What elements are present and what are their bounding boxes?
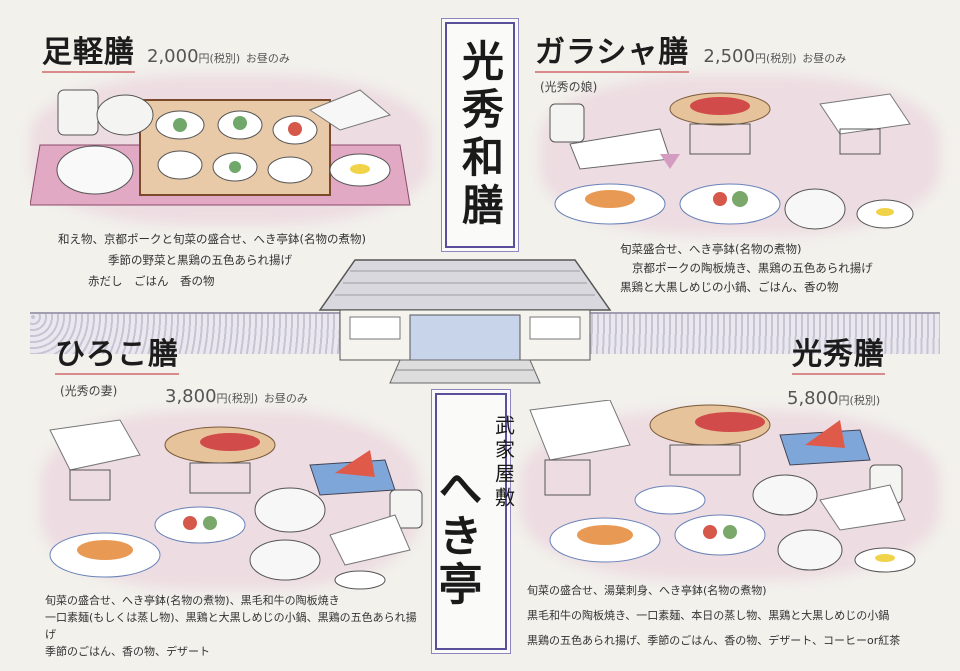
- menu-item: 一口素麺(もしくは蒸し物)、黒鶏と大黒しめじの小鍋、黒鶏の五色あられ揚げ: [45, 611, 417, 641]
- menu-name: ひろこ膳: [55, 338, 179, 375]
- menu-subtitle: (光秀の妻): [60, 384, 118, 398]
- menu-item: 季節のごはん、香の物、デザート: [45, 645, 210, 658]
- menu-item: 黒毛和牛の陶板焼き、一口素麺、本日の蒸し物、黒鶏と大黒しめじの小鍋: [527, 609, 890, 622]
- menu-hiroko-items: 旬菜の盛合せ、へき亭鉢(名物の煮物)、黒毛和牛の陶板焼き 一口素麺(もしくは蒸し…: [45, 592, 425, 660]
- menu-name: 光秀膳: [792, 338, 885, 375]
- course-title-banner: 光秀和膳: [445, 22, 515, 248]
- course-title: 光秀和膳: [455, 39, 505, 231]
- menu-item: 赤だし ごはん 香の物: [88, 274, 215, 288]
- ashigaru-meal-illustration: [30, 89, 411, 206]
- menu-item: 和え物、京都ポークと旬菜の盛合せ、へき亭鉢(名物の煮物): [58, 232, 366, 246]
- menu-item: 黒鶏の五色あられ揚げ、季節のごはん、香の物、デザート、コーヒーor紅茶: [527, 634, 901, 647]
- menu-item: 季節の野菜と黒鶏の五色あられ揚げ: [108, 253, 292, 267]
- menu-item: 黒鶏と大黒しめじの小鍋、ごはん、香の物: [620, 280, 839, 294]
- menu-subtitle: (光秀の娘): [540, 80, 598, 94]
- restaurant-banner: 武家屋敷 へき亭: [431, 393, 516, 650]
- gracia-meal-illustration: [549, 92, 914, 230]
- menu-gracia-header: ガラシャ膳 2,500円(税別) お昼のみ: [535, 36, 846, 73]
- menu-mitsuhide-items: 旬菜の盛合せ、湯葉刺身、へき亭鉢(名物の煮物) 黒毛和牛の陶板焼き、一口素麺、本…: [527, 578, 900, 653]
- menu-item: 旬菜の盛合せ、湯葉刺身、へき亭鉢(名物の煮物): [527, 584, 767, 597]
- menu-item: 京都ポークの陶板焼き、黒鶏の五色あられ揚げ: [632, 261, 873, 275]
- restaurant-subtitle: 武家屋敷: [491, 415, 516, 511]
- menu-item: 旬菜の盛合せ、へき亭鉢(名物の煮物)、黒毛和牛の陶板焼き: [45, 594, 340, 607]
- menu-price: 5,800円(税別): [787, 388, 881, 409]
- menu-mitsuhide-header: 光秀膳: [792, 338, 885, 375]
- samurai-house-illustration: [318, 259, 612, 384]
- menu-name: ガラシャ膳: [535, 36, 690, 73]
- menu-price: 3,800円(税別) お昼のみ: [165, 386, 308, 407]
- menu-gracia-items: 旬菜盛合せ、へき亭鉢(名物の煮物) 京都ポークの陶板焼き、黒鶏の五色あられ揚げ …: [620, 240, 873, 297]
- menu-item: 旬菜盛合せ、へき亭鉢(名物の煮物): [620, 242, 802, 256]
- hiroko-meal-illustration: [49, 419, 423, 590]
- menu-name: 足軽膳: [42, 36, 135, 73]
- restaurant-name: へき亭: [430, 465, 482, 609]
- menu-ashigaru-items: 和え物、京都ポークと旬菜の盛合せ、へき亭鉢(名物の煮物) 季節の野菜と黒鶏の五色…: [58, 229, 366, 292]
- menu-hiroko-header: ひろこ膳: [55, 338, 179, 375]
- menu-price: 2,500円(税別) お昼のみ: [703, 46, 847, 67]
- menu-price: 2,000円(税別) お昼のみ: [147, 46, 290, 67]
- mitsuhide-meal-illustration: [529, 400, 916, 573]
- menu-ashigaru-header: 足軽膳 2,000円(税別) お昼のみ: [42, 36, 290, 73]
